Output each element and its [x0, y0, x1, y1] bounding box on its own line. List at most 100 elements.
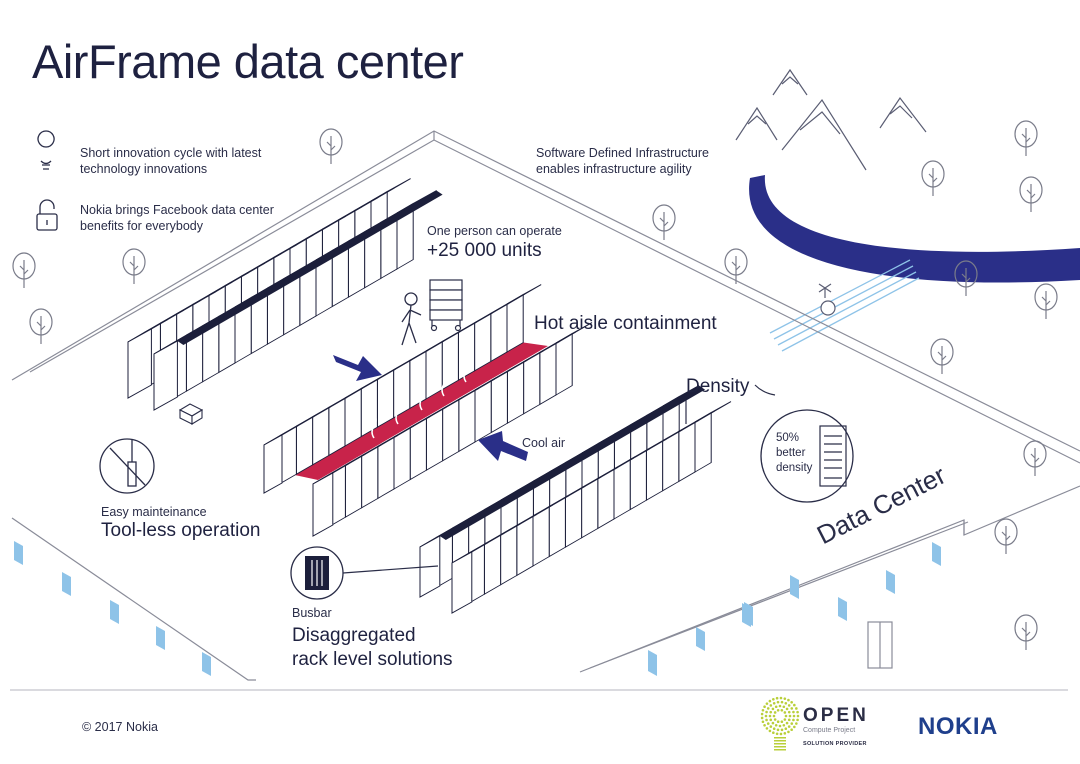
- rack-unit: [377, 436, 395, 500]
- rack-end: [153, 340, 178, 411]
- ocp-dot: [776, 708, 780, 712]
- ocp-dot: [782, 723, 786, 727]
- tree-trunk: [937, 346, 947, 374]
- ocp-dot: [779, 732, 783, 736]
- benefit-facebook-line2: benefits for everybody: [80, 219, 203, 233]
- ocp-dot: [775, 732, 779, 736]
- window: [696, 627, 705, 651]
- rack-end: [312, 472, 334, 537]
- ocp-dot: [780, 708, 784, 712]
- ocp-dot: [771, 721, 775, 725]
- ocp-dot: [776, 700, 780, 704]
- window: [744, 602, 753, 626]
- ocp-dot: [778, 724, 782, 728]
- tree-trunk: [1021, 622, 1031, 650]
- hot-aisle-label: Hot aisle containment: [534, 313, 717, 334]
- ocp-dot: [780, 700, 784, 704]
- ocp-base: [774, 749, 786, 751]
- tree-trunk: [1021, 128, 1031, 156]
- rack-unit: [344, 455, 363, 518]
- window: [838, 597, 847, 621]
- ocp-dot: [783, 697, 787, 700]
- tree-trunk: [659, 212, 669, 240]
- ocp-dot: [787, 698, 790, 702]
- ocp-dot: [774, 723, 778, 727]
- rack-unit: [442, 398, 460, 462]
- window: [110, 600, 119, 624]
- rack-unit: [361, 445, 379, 509]
- ocp-dot: [766, 707, 770, 710]
- ocp-dot: [795, 707, 798, 710]
- tree-trunk: [928, 168, 938, 196]
- ocp-dot: [793, 703, 796, 707]
- density-badge: [760, 409, 854, 503]
- ocp-dot: [763, 723, 766, 727]
- rack-row-3: [419, 385, 732, 614]
- window: [14, 541, 23, 565]
- ocp-dot: [787, 730, 790, 734]
- ocp-dot: [792, 718, 795, 722]
- ocp-dot: [773, 711, 777, 714]
- nokia-logo: NOKIA: [918, 713, 998, 740]
- tree-trunk: [129, 256, 139, 284]
- ocp-dot: [765, 702, 769, 705]
- ocp-dot: [785, 707, 789, 711]
- rack-end: [451, 551, 473, 614]
- ocp-dot: [793, 725, 796, 729]
- rack-spine: [177, 190, 443, 345]
- tree-trunk: [961, 268, 971, 296]
- ocp-dot: [772, 697, 775, 701]
- fiber-connection: [769, 259, 920, 352]
- operate-units: +25 000 units: [427, 240, 542, 261]
- ocp-dot: [768, 699, 772, 703]
- person-operator: [401, 292, 422, 346]
- tree-trunk: [36, 316, 46, 344]
- ocp-dot: [790, 728, 793, 732]
- benefit-innovation-line1: Short innovation cycle with latest: [80, 146, 262, 160]
- ocp-dot: [784, 714, 788, 718]
- density-badge-text: 50% better density: [776, 431, 812, 476]
- window: [202, 652, 211, 676]
- ocp-dot: [785, 721, 789, 725]
- ocp-solution-provider: SOLUTION PROVIDER: [803, 741, 867, 747]
- cool-air-arrow-right: [333, 355, 382, 381]
- ocp-dot: [790, 722, 794, 725]
- ocp-dot: [765, 710, 768, 714]
- ocp-dot: [769, 718, 773, 722]
- window: [62, 572, 71, 596]
- page-title: AirFrame data center: [32, 35, 464, 88]
- server-module: [178, 403, 204, 425]
- rack-unit: [506, 361, 525, 424]
- benefit-facebook: Nokia brings Facebook data center benefi…: [80, 202, 274, 234]
- lightbulb-icon: [37, 130, 55, 170]
- operate-caption: One person can operate: [427, 224, 562, 238]
- ocp-dot: [795, 722, 798, 725]
- ocp-dot: [760, 712, 764, 716]
- rack-end: [127, 328, 152, 399]
- rack-unit: [458, 389, 476, 453]
- ocp-dot: [790, 700, 793, 704]
- busbar-line1: Disaggregated: [292, 625, 416, 646]
- busbar-leader: [342, 565, 439, 574]
- network-road: [749, 175, 1080, 283]
- ocp-dot: [792, 710, 795, 714]
- ocp-dot: [796, 714, 800, 718]
- ocp-logo-icon: [760, 696, 800, 751]
- ocp-dot: [778, 704, 782, 708]
- trees: [12, 120, 1058, 650]
- ocp-dot: [773, 718, 777, 721]
- ocp-dot: [776, 728, 780, 732]
- rack-unit: [490, 370, 508, 434]
- rack-unit: [409, 417, 427, 481]
- ocp-dot: [772, 731, 775, 735]
- ocp-dot: [775, 696, 779, 700]
- rack-unit: [474, 379, 492, 443]
- rack-unit: [425, 408, 444, 471]
- building-outline: [11, 130, 1080, 681]
- sdi-caption: Software Defined Infrastructure enables …: [536, 145, 709, 177]
- ocp-dot: [780, 720, 784, 724]
- ocp-dot: [760, 716, 764, 720]
- ocp-dot: [783, 718, 787, 721]
- rack-row-2: [263, 284, 593, 537]
